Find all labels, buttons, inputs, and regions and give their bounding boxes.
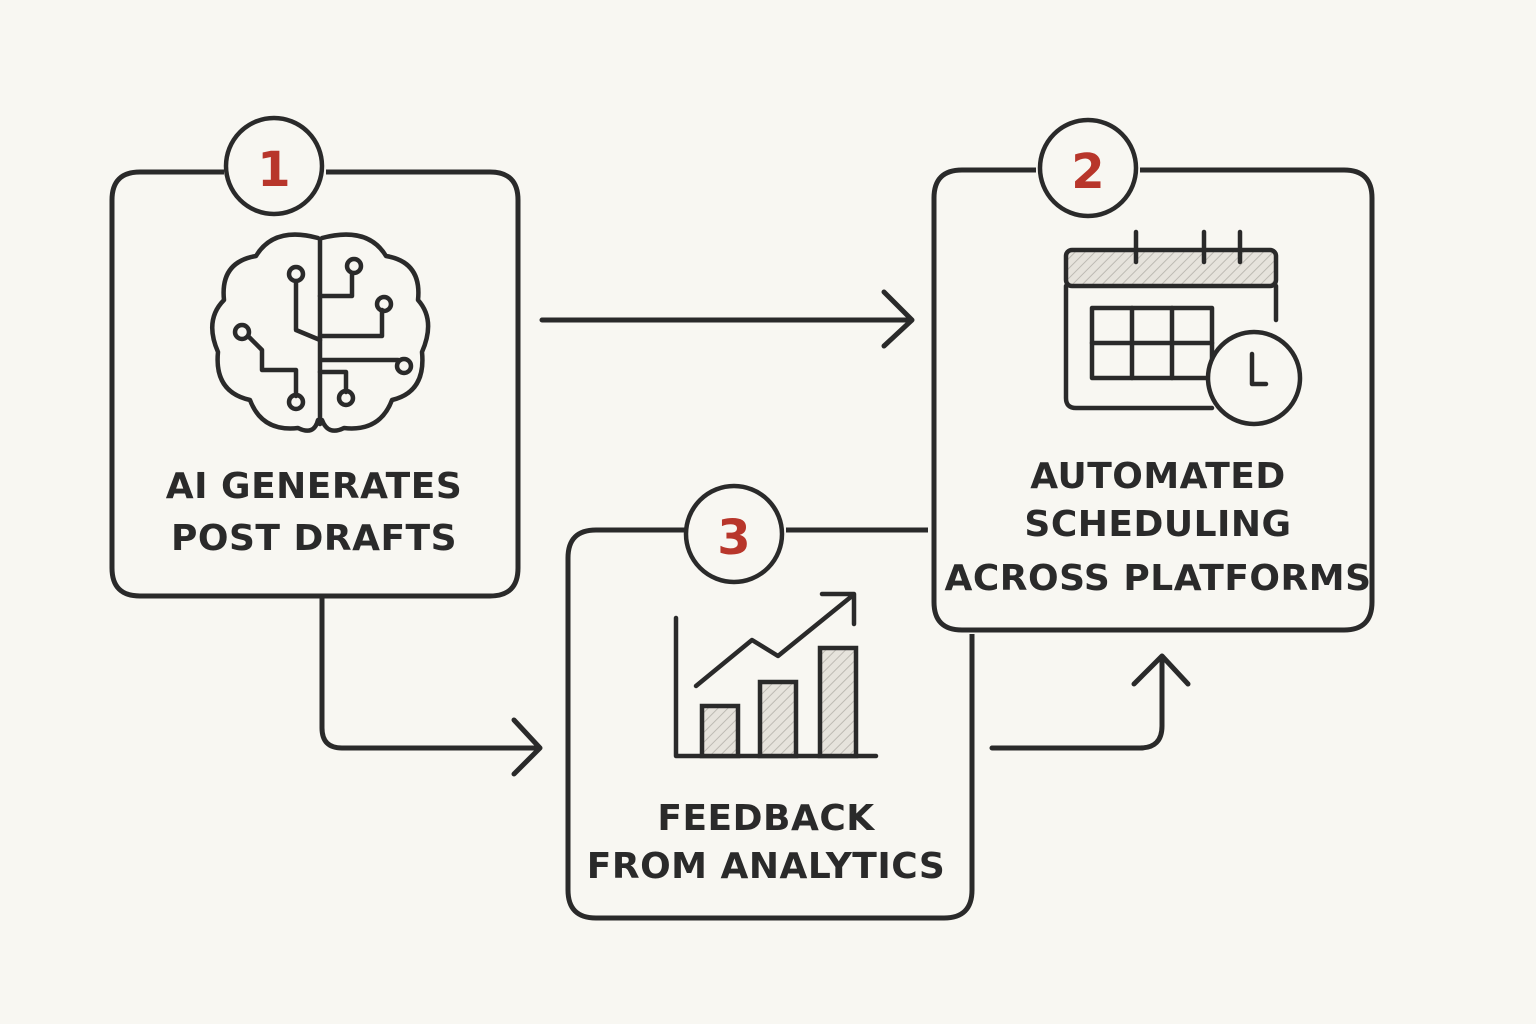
step-3-card: 3 FEEDBACK FROM ANALYTICS	[565, 483, 975, 921]
step-1-number: 1	[257, 142, 290, 198]
step-1-card: 1 AI GENERATES POST DRAFTS	[109, 115, 521, 599]
chart-growth-icon	[673, 591, 879, 759]
arrow-step1-to-step3	[319, 595, 543, 777]
step-3-label-line1: FEEDBACK	[657, 798, 875, 839]
step-1-box	[109, 169, 521, 599]
step-3-box	[565, 527, 975, 921]
step-2-box	[931, 167, 1375, 633]
step-3-number: 3	[717, 510, 750, 566]
step-2-label-line1: AUTOMATED	[1030, 456, 1286, 497]
step-1-label-line1: AI GENERATES	[166, 466, 463, 507]
step-2-card: 2 AUTOMATED SCHEDULING ACROSS PLATFORMS	[931, 117, 1375, 633]
step-3-label-line2: FROM ANALYTICS	[587, 846, 946, 887]
step-1-badge: 1	[223, 115, 325, 217]
step-2-label-line2: SCHEDULING	[1024, 504, 1291, 545]
step-1-label-line2: POST DRAFTS	[171, 518, 457, 559]
connectors	[319, 289, 1191, 777]
arrow-step3-to-step2	[989, 653, 1191, 751]
step-3-badge: 3	[683, 483, 785, 585]
brain-circuit-icon	[210, 232, 431, 433]
step-2-label-line3: ACROSS PLATFORMS	[945, 558, 1372, 599]
arrow-step1-to-step2	[539, 289, 915, 349]
step-2-number: 2	[1071, 144, 1104, 200]
step-2-badge: 2	[1037, 117, 1139, 219]
calendar-clock-icon	[1063, 229, 1303, 427]
